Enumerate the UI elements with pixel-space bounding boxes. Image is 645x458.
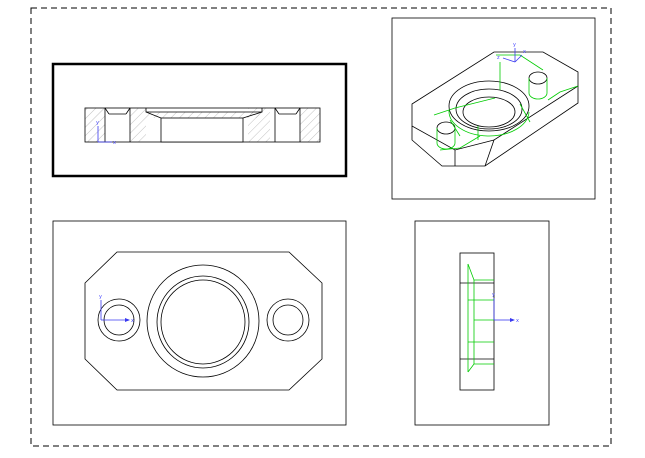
section-hatching — [85, 108, 320, 142]
side-view-frame[interactable] — [414, 220, 550, 426]
isometric-hidden-edges — [433, 54, 579, 151]
isometric-axis-triad: y z x — [497, 42, 526, 63]
top-view-outline — [84, 251, 323, 391]
side-view-axis-y-label: y — [492, 292, 495, 298]
isometric-axis-y-label: y — [513, 42, 516, 48]
section-axis-y-label: y — [96, 120, 99, 126]
isometric-axis-x-label: x — [523, 49, 526, 55]
isometric-view[interactable]: y z x — [391, 17, 596, 200]
side-view[interactable]: y x — [414, 220, 550, 426]
top-view-axis-y-label: y — [99, 294, 102, 300]
isometric-view-frame[interactable] — [391, 17, 596, 200]
section-axis-triad: y x — [96, 120, 116, 146]
top-view-axis-x-label: x — [131, 318, 134, 324]
side-view-axis-x-label: x — [516, 318, 519, 324]
side-view-axis-triad: y x — [492, 292, 519, 324]
isometric-axis-z-label: z — [497, 55, 500, 61]
top-view[interactable]: y x — [52, 220, 347, 426]
section-outline — [84, 107, 321, 143]
section-axis-x-label: x — [113, 140, 116, 146]
side-view-outline — [459, 252, 495, 391]
sheet-border — [30, 7, 612, 447]
top-view-frame[interactable] — [52, 220, 347, 426]
section-view[interactable]: y x — [51, 62, 348, 178]
top-view-axis-triad: y x — [99, 294, 134, 324]
side-view-hidden-edges — [467, 263, 494, 373]
